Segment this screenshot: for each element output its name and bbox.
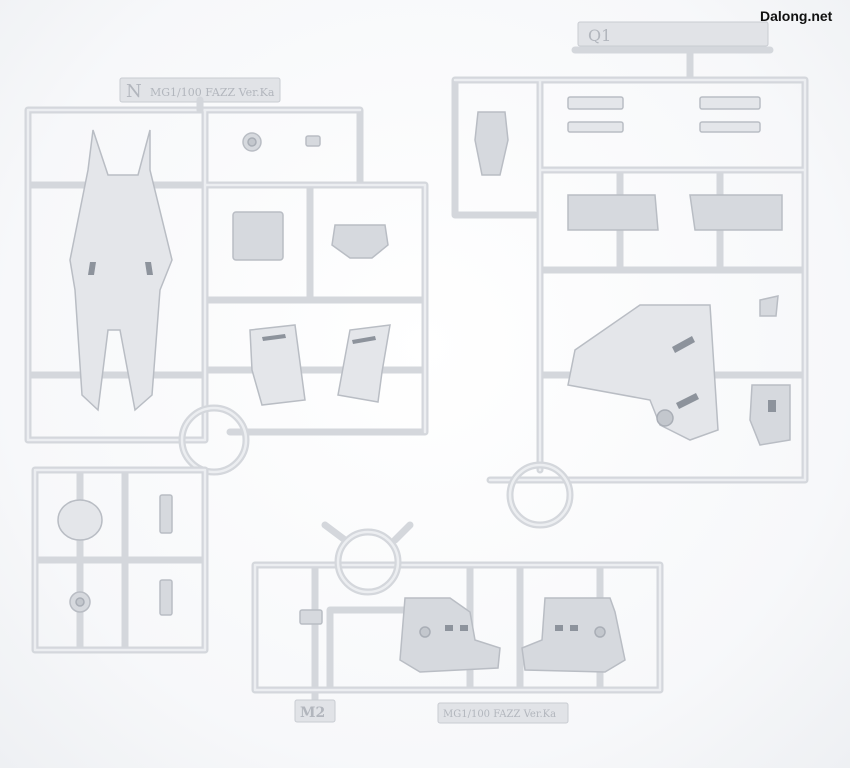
runner-label-bottom: MG1/100 FAZZ Ver.Ka	[443, 709, 556, 720]
sprue-n: N MG1/100 FAZZ Ver.Ka	[24, 77, 429, 476]
sprue-m2: M2 MG1/100 FAZZ Ver.Ka	[251, 521, 664, 724]
runner-label-m2: M2	[300, 705, 325, 721]
shoulder-part-right	[521, 597, 626, 673]
runner-label-n: MG1/100 FAZZ Ver.Ka	[150, 86, 275, 99]
sprue-q1: Q1	[451, 21, 809, 529]
runner-tag-bottom	[437, 702, 569, 724]
sprue-bottom-left	[31, 466, 209, 654]
round-part	[57, 499, 103, 541]
clip-part	[749, 384, 791, 446]
armor-part-large	[69, 129, 173, 412]
small-armor-part	[474, 111, 509, 176]
watermark-text: Dalong.net	[760, 8, 833, 24]
runner-tag-q1	[577, 21, 769, 47]
runner-letter-n: N	[126, 81, 142, 102]
armor-part-square	[232, 211, 284, 261]
panel-part-right	[689, 194, 783, 231]
large-panel-part	[567, 304, 719, 441]
panel-part-left	[567, 194, 659, 231]
armor-part-right	[337, 324, 391, 403]
runner-label-q1: Q1	[588, 26, 611, 45]
shoulder-part-left	[399, 597, 501, 673]
armor-part-left	[249, 324, 306, 406]
runner-tag-m2	[294, 699, 336, 723]
